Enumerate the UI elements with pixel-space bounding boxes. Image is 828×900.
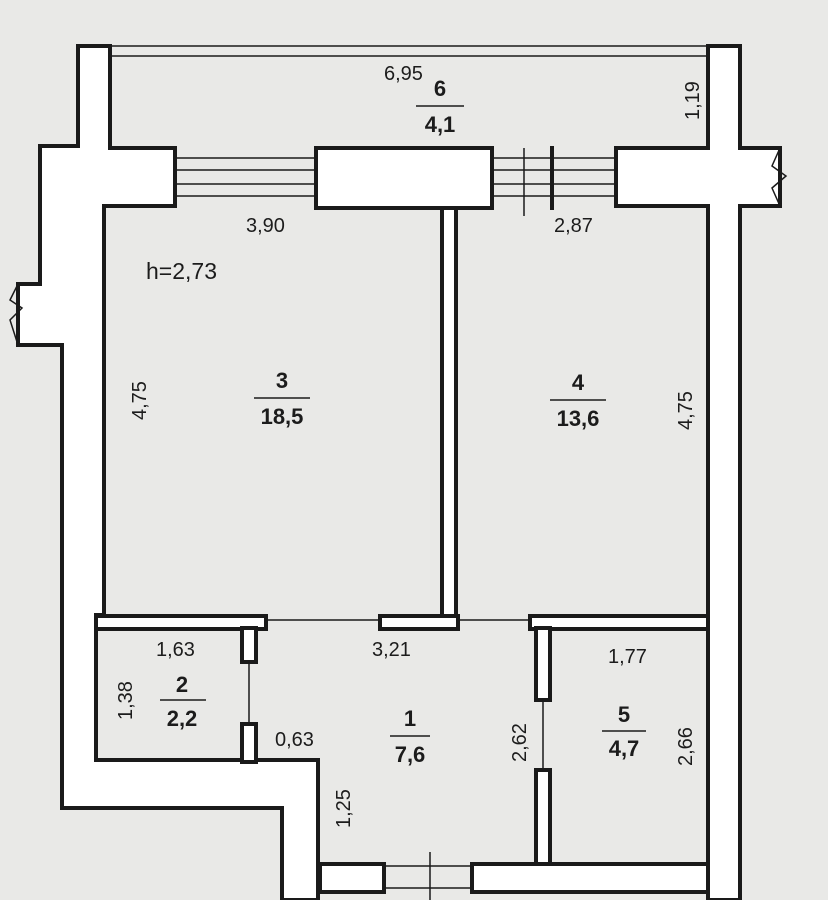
entrance-wall-left (318, 862, 386, 894)
outer-wall-left (16, 44, 320, 900)
dim-bath5-width: 1,77 (608, 646, 647, 668)
dim-bath2-width: 1,63 (156, 639, 195, 661)
room-area: 18,5 (261, 404, 304, 429)
room-number: 6 (434, 76, 446, 101)
partition-right (528, 614, 710, 631)
room-labels: 6 4,1 3 18,5 4 13,6 2 2,2 1 7,6 5 4,7 (160, 76, 646, 767)
room-4-label: 4 13,6 (550, 370, 606, 431)
bath2-wall-top (240, 626, 258, 664)
room-area: 13,6 (557, 406, 600, 431)
room-number: 1 (404, 706, 416, 731)
dim-bath5-height: 2,66 (675, 727, 697, 766)
room-1-label: 1 7,6 (390, 706, 430, 767)
room-number: 4 (572, 370, 585, 395)
partition-left (94, 614, 268, 631)
room-area: 4,1 (425, 112, 456, 137)
outer-wall-right (614, 44, 782, 900)
dim-hall-door: 0,63 (275, 729, 314, 751)
bath5-wall-top (534, 626, 552, 702)
room-5-label: 5 4,7 (602, 702, 646, 761)
window-pier (314, 146, 494, 210)
dim-room3-height: 4,75 (129, 381, 151, 420)
dim-room3-width: 3,90 (246, 215, 285, 237)
room-3-label: 3 18,5 (254, 368, 310, 429)
dim-room4-width: 2,87 (554, 215, 593, 237)
room-number: 2 (176, 672, 188, 697)
partition-rooms-3-4 (440, 206, 458, 620)
entrance-wall-right (470, 862, 710, 894)
dim-balcony-depth: 1,19 (682, 81, 704, 120)
room-number: 3 (276, 368, 288, 393)
dim-bath2-height: 1,38 (115, 681, 137, 720)
room-area: 2,2 (167, 706, 198, 731)
partition-center (378, 614, 460, 631)
room-area: 4,7 (609, 736, 640, 761)
dim-hall-width: 3,21 (372, 639, 411, 661)
walls (16, 44, 782, 900)
ceiling-height: h=2,73 (146, 258, 217, 284)
dim-room4-height: 4,75 (675, 391, 697, 430)
room-number: 5 (618, 702, 630, 727)
room-6-label: 6 4,1 (416, 76, 464, 137)
dimension-labels: 6,95 1,19 3,90 h=2,73 2,87 4,75 4,75 1,6… (115, 63, 704, 828)
dim-hall-height: 2,62 (509, 723, 531, 762)
bath5-wall-bottom (534, 768, 552, 866)
windows (9, 45, 788, 900)
dim-balcony-length: 6,95 (384, 63, 423, 85)
room-area: 7,6 (395, 742, 426, 767)
bath2-wall-bottom (240, 722, 258, 764)
room-2-label: 2 2,2 (160, 672, 206, 731)
dim-hall-passage: 1,25 (333, 789, 355, 828)
